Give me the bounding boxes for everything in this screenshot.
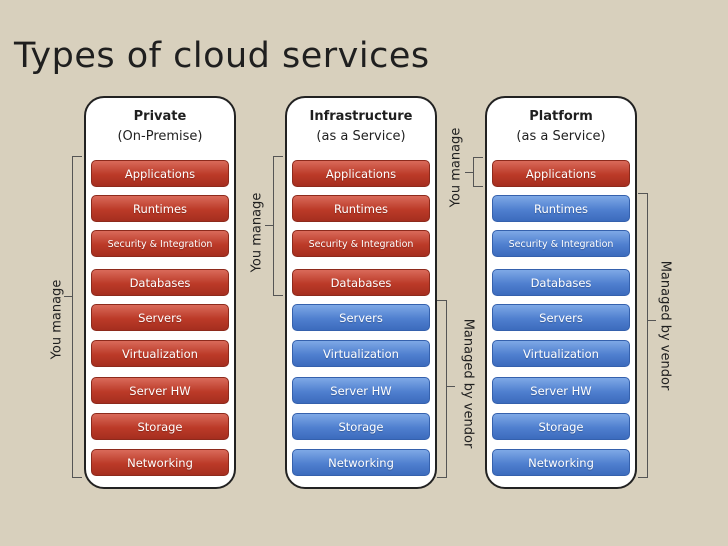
you-manage-bracket-paas: [473, 157, 483, 187]
layer-networking: Networking: [292, 449, 430, 476]
layer-servers: Servers: [91, 304, 229, 331]
column-heading-title: Private: [133, 109, 187, 124]
layer-networking: Networking: [91, 449, 229, 476]
layer-databases: Databases: [492, 269, 630, 296]
layer-runtimes: Runtimes: [91, 195, 229, 222]
column-infrastructure: Infrastructure (as a Service) Applicatio…: [285, 96, 437, 489]
layer-security-integration: Security & Integration: [292, 230, 430, 257]
layer-runtimes: Runtimes: [292, 195, 430, 222]
column-heading-subtitle: (as a Service): [516, 129, 606, 144]
bracket-tick: [648, 320, 656, 321]
column-heading: Infrastructure (as a Service): [287, 108, 435, 146]
layer-applications: Applications: [292, 160, 430, 187]
layer-servers: Servers: [492, 304, 630, 331]
layer-virtualization: Virtualization: [91, 340, 229, 367]
layer-storage: Storage: [91, 413, 229, 440]
column-heading: Platform (as a Service): [487, 108, 635, 146]
column-heading-subtitle: (On-Premise): [117, 129, 203, 144]
layer-storage: Storage: [492, 413, 630, 440]
layer-storage: Storage: [292, 413, 430, 440]
layer-server-hw: Server HW: [292, 377, 430, 404]
layer-servers: Servers: [292, 304, 430, 331]
vendor-bracket-paas: [638, 193, 648, 478]
layer-databases: Databases: [292, 269, 430, 296]
slide-title: Types of cloud services: [14, 36, 430, 76]
bracket-tick: [465, 172, 473, 173]
column-heading-title: Platform: [529, 109, 593, 124]
layer-virtualization: Virtualization: [292, 340, 430, 367]
layer-applications: Applications: [91, 160, 229, 187]
layer-security-integration: Security & Integration: [91, 230, 229, 257]
layer-server-hw: Server HW: [492, 377, 630, 404]
column-heading: Private (On-Premise): [86, 108, 234, 146]
vendor-label-iaas: Managed by vendor: [460, 318, 476, 449]
bracket-tick: [447, 386, 455, 387]
you-manage-label-private: You manage: [49, 279, 65, 360]
layer-runtimes: Runtimes: [492, 195, 630, 222]
vendor-bracket-iaas: [437, 300, 447, 478]
vendor-label-paas: Managed by vendor: [657, 260, 673, 391]
layer-server-hw: Server HW: [91, 377, 229, 404]
bracket-tick: [265, 225, 273, 226]
column-heading-subtitle: (as a Service): [316, 129, 406, 144]
you-manage-bracket-iaas: [273, 156, 283, 296]
column-heading-title: Infrastructure: [309, 109, 413, 124]
layer-networking: Networking: [492, 449, 630, 476]
layer-virtualization: Virtualization: [492, 340, 630, 367]
you-manage-bracket-private: [72, 156, 82, 478]
you-manage-label-paas: You manage: [448, 127, 464, 208]
you-manage-label-iaas: You manage: [249, 192, 265, 273]
layer-security-integration: Security & Integration: [492, 230, 630, 257]
layer-applications: Applications: [492, 160, 630, 187]
layer-databases: Databases: [91, 269, 229, 296]
bracket-tick: [64, 296, 72, 297]
